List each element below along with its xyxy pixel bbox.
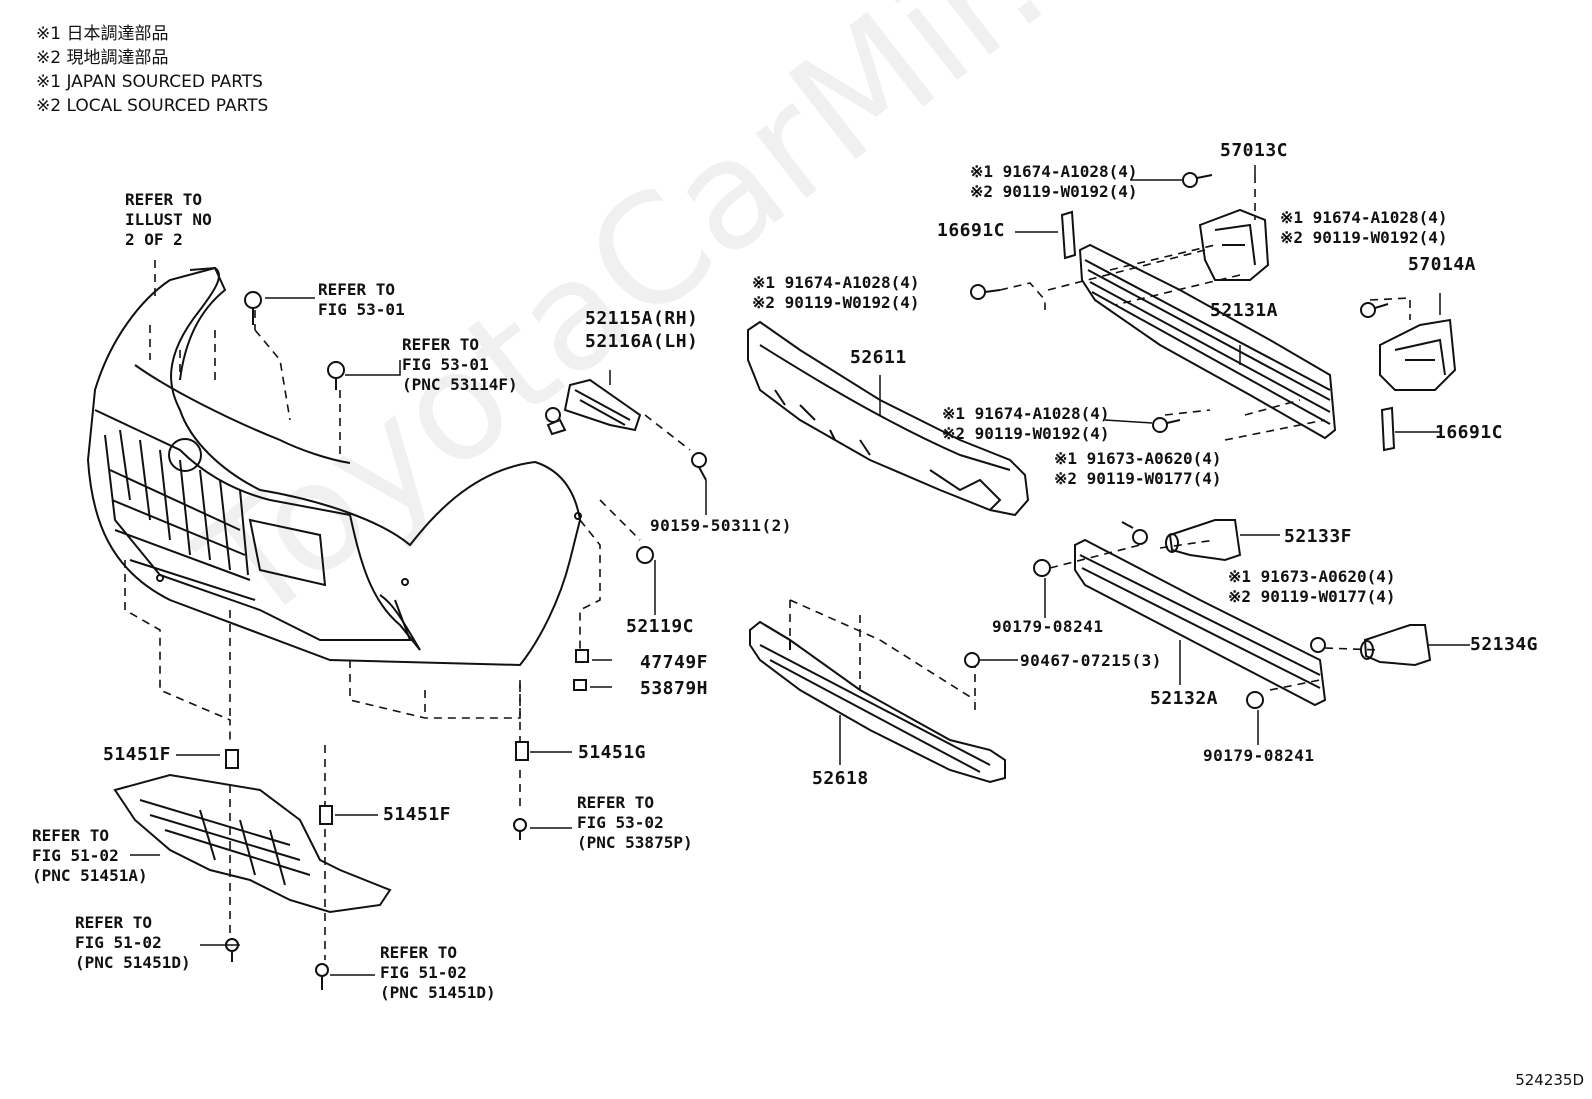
part-label-52116A: 52116A(LH) <box>585 331 699 352</box>
part-label-90179-08241-a: 90179-08241 <box>992 617 1104 636</box>
leader-lines <box>130 165 1470 976</box>
note-refer-illust: REFER TO ILLUST NO 2 OF 2 <box>125 190 212 249</box>
part-label-51451F-b: 51451F <box>383 804 452 825</box>
part-label-51451G: 51451G <box>578 742 647 763</box>
note-refer-51-02-a: REFER TO FIG 51-02 (PNC 51451A) <box>32 826 148 885</box>
part-label-52611: 52611 <box>850 347 907 368</box>
legend-line: ※2 現地調達部品 <box>36 48 169 68</box>
part-label-52115A: 52115A(RH) <box>585 308 699 329</box>
part-label-16691C-a: 16691C <box>937 220 1006 241</box>
part-label-57014A: 57014A <box>1408 254 1477 275</box>
part-label-52618: 52618 <box>812 768 869 789</box>
legend-line: ※2 LOCAL SOURCED PARTS <box>36 96 269 116</box>
bracket-52133F-drawing <box>1165 519 1242 562</box>
undercover-drawing <box>113 773 392 914</box>
absorber-52618-drawing <box>749 620 1006 784</box>
part-label-52132A: 52132A <box>1150 688 1219 709</box>
note-refer-53-01-b: REFER TO FIG 53-01 (PNC 53114F) <box>402 335 518 394</box>
part-label-47749F: 47749F <box>640 652 709 673</box>
note-refer-53-01-a: REFER TO FIG 53-01 <box>318 280 405 319</box>
note-fastener-pair-c: ※1 91674-A1028(4) ※2 90119-W0192(4) <box>752 273 920 312</box>
part-label-57013C: 57013C <box>1220 140 1289 161</box>
assembly-lines-right <box>789 175 1411 710</box>
note-fastener-pair-a: ※1 91674-A1028(4) ※2 90119-W0192(4) <box>970 162 1138 201</box>
part-label-52131A: 52131A <box>1210 300 1279 321</box>
reinforcement-52131A-drawing <box>1060 208 1457 452</box>
note-refer-51-02-b: REFER TO FIG 51-02 (PNC 51451D) <box>75 913 191 972</box>
bracket-52134G-drawing <box>1360 624 1432 667</box>
part-label-52119C: 52119C <box>626 616 695 637</box>
part-label-90159-50311: 90159-50311(2) <box>650 516 792 535</box>
part-label-16691C-b: 16691C <box>1435 422 1504 443</box>
beam-52132A-drawing <box>1074 538 1327 707</box>
note-refer-51-02-c: REFER TO FIG 51-02 (PNC 51451D) <box>380 943 496 1002</box>
absorber-52611-drawing <box>747 320 1030 517</box>
part-label-52133F: 52133F <box>1284 526 1353 547</box>
note-fastener-pair-d: ※1 91674-A1028(4) ※2 90119-W0192(4) <box>942 404 1110 443</box>
part-label-53879H: 53879H <box>640 678 709 699</box>
assembly-lines-left <box>124 260 691 960</box>
fasteners <box>225 172 1389 990</box>
note-refer-53-02: REFER TO FIG 53-02 (PNC 53875P) <box>577 793 693 852</box>
note-fastener-pair-e: ※1 91673-A0620(4) ※2 90119-W0177(4) <box>1054 449 1222 488</box>
legend: ※1 日本調達部品 ※2 現地調達部品 ※1 JAPAN SOURCED PAR… <box>36 22 268 118</box>
bumper-cover-drawing <box>86 266 582 667</box>
note-fastener-pair-b: ※1 91674-A1028(4) ※2 90119-W0192(4) <box>1280 208 1448 247</box>
part-label-90179-08241-b: 90179-08241 <box>1203 746 1315 765</box>
part-label-51451F-a: 51451F <box>103 744 172 765</box>
legend-line: ※1 日本調達部品 <box>36 24 169 44</box>
note-fastener-pair-f: ※1 91673-A0620(4) ※2 90119-W0177(4) <box>1228 567 1396 606</box>
part-label-52134G: 52134G <box>1470 634 1539 655</box>
part-label-90467-07215: 90467-07215(3) <box>1020 651 1162 670</box>
legend-line: ※1 JAPAN SOURCED PARTS <box>36 72 263 92</box>
side-bracket-drawing <box>545 378 642 436</box>
figure-number: 524235D <box>1515 1071 1584 1089</box>
